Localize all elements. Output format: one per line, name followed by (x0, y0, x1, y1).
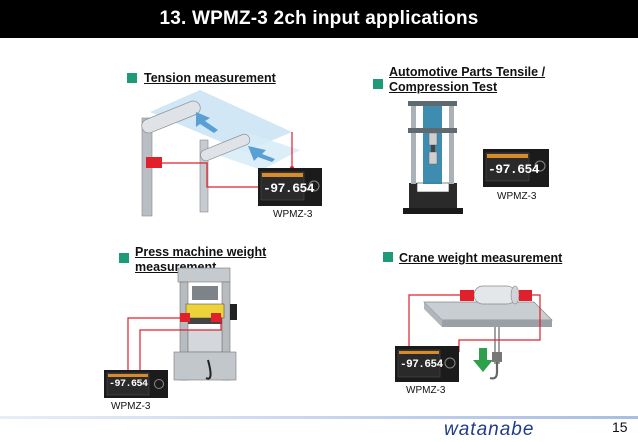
crane-meter-device (395, 346, 459, 382)
tension-title: Tension measurement (144, 71, 276, 85)
tension-machine-illustration (141, 90, 300, 217)
slide-title: 13. WPMZ-3 2ch input applications (0, 0, 638, 38)
press-title-line1: Press machine weight (135, 245, 267, 259)
automotive-title-line1: Automotive Parts Tensile / (389, 65, 546, 79)
page-number: 15 (612, 419, 628, 435)
automotive-title-line2: Compression Test (389, 80, 498, 94)
crane-model-label: WPMZ-3 (406, 385, 446, 396)
brand-logo: watanabe (444, 419, 535, 440)
automotive-bullet (373, 79, 383, 89)
tension-bullet (127, 73, 137, 83)
tensile-tester-illustration (403, 101, 463, 214)
press-model-label: WPMZ-3 (111, 401, 151, 412)
crane-title: Crane weight measurement (399, 251, 563, 265)
press-bullet (119, 253, 129, 263)
tension-meter-reading: -97.654 (263, 181, 315, 196)
footer-divider (0, 416, 638, 419)
press-meter-reading: -97.654 (109, 379, 148, 390)
tension-meter-device (258, 168, 322, 206)
tension-model-label: WPMZ-3 (273, 209, 313, 220)
crane-meter-reading: -97.654 (400, 359, 443, 371)
press-meter-device (104, 370, 168, 398)
automotive-meter-device (483, 149, 549, 187)
automotive-meter-reading: -97.654 (488, 162, 540, 177)
automotive-model-label: WPMZ-3 (497, 191, 537, 202)
crane-illustration (408, 285, 553, 380)
press-machine-illustration (127, 267, 237, 381)
crane-bullet (383, 252, 393, 262)
